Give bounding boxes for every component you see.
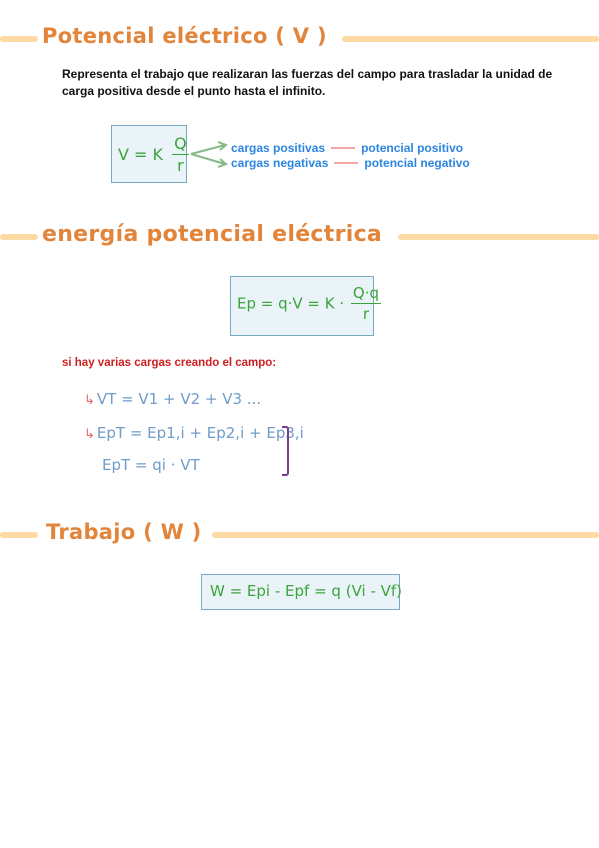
arrow-right-icon: ↳ <box>84 393 95 408</box>
formula-fraction: Q·q r <box>350 284 382 323</box>
rule-dash <box>331 146 356 149</box>
section-header-potencial: Potencial eléctrico ( V ) <box>0 24 599 54</box>
energy-total-eq: EpT = qi · VT <box>102 456 200 474</box>
branch-arrows-icon <box>190 141 228 168</box>
sum-energy-text: EpT = Ep1,i + Ep2,i + Ep3,i <box>96 424 304 442</box>
section-title: energía potencial eléctrica <box>42 222 383 247</box>
formula-fraction: Q r <box>172 134 189 175</box>
trabajo-formula: W = Epi - Epf = q (Vi - Vf) <box>210 582 403 600</box>
energia-formula-box: Ep = q·V = K · Q·q r <box>230 276 382 336</box>
header-line-right <box>342 36 599 42</box>
section-header-energia: energía potencial eléctrica <box>0 222 599 252</box>
potencial-formula-box: V = K Q r <box>111 125 189 183</box>
trabajo-formula-box: W = Epi - Epf = q (Vi - Vf) <box>201 574 403 610</box>
section-header-trabajo: Trabajo ( W ) <box>0 520 599 550</box>
rule-charge: cargas negativas <box>231 156 329 170</box>
rule-result: potencial negativo <box>364 156 470 170</box>
header-line-left <box>0 234 38 240</box>
rule-charge: cargas positivas <box>231 141 326 155</box>
multiple-charges-note: si hay varias cargas creando el campo: <box>62 357 277 369</box>
rule-row-2: cargas negativas potencial negativo <box>231 154 470 172</box>
section-title: Trabajo ( W ) <box>46 520 202 544</box>
header-line-right <box>398 234 599 240</box>
rule-row-1: cargas positivas potencial positivo <box>231 139 463 157</box>
potencial-description: Representa el trabajo que realizaran las… <box>62 67 553 98</box>
grouping-bracket <box>282 426 289 476</box>
sum-potential-eq: ↳VT = V1 + V2 + V3 ... <box>84 390 261 408</box>
formula-lhs: V = K <box>118 145 164 164</box>
rule-result: potencial positivo <box>361 141 464 155</box>
formula-denominator: r <box>177 156 184 175</box>
formula-numerator: Q <box>172 134 189 155</box>
section-title: Potencial eléctrico ( V ) <box>42 24 327 48</box>
rule-dash <box>334 161 359 164</box>
header-line-left <box>0 532 38 538</box>
formula-lhs: Ep = q·V = K · <box>237 294 345 313</box>
formula-denominator: r <box>362 305 370 323</box>
arrow-right-icon: ↳ <box>84 427 95 442</box>
formula-numerator: Q·q <box>350 284 382 304</box>
header-line-right <box>212 532 599 538</box>
header-line-left <box>0 36 38 42</box>
sum-potential-text: VT = V1 + V2 + V3 ... <box>96 390 262 408</box>
sum-energy-eq: ↳EpT = Ep1,i + Ep2,i + Ep3,i <box>84 424 304 442</box>
